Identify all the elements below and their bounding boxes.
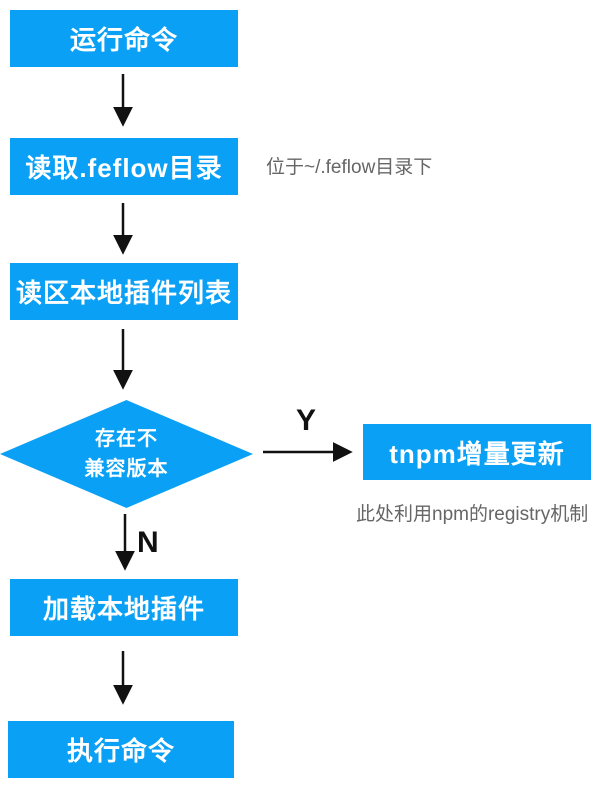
node-read-plugin-list: 读区本地插件列表 — [10, 263, 238, 320]
node-run-command-label: 运行命令 — [69, 25, 178, 55]
branch-label-yes: Y — [296, 404, 317, 437]
node-execute-command: 执行命令 — [8, 721, 234, 778]
decision-label: 存在不 兼容版本 — [85, 424, 169, 484]
decision-label-line2: 兼容版本 — [84, 458, 169, 480]
node-tnpm-update: tnpm增量更新 — [363, 424, 591, 480]
node-incompatible-version-decision: 存在不 兼容版本 — [0, 400, 253, 508]
node-tnpm-update-label: tnpm增量更新 — [389, 438, 565, 469]
node-execute-command-label: 执行命令 — [66, 736, 175, 766]
node-read-feflow-dir: 读取.feflow目录 — [10, 138, 238, 195]
branch-label-no: N — [137, 526, 159, 559]
annotation-feflow-dir: 位于~/.feflow目录下 — [266, 157, 433, 178]
node-run-command: 运行命令 — [10, 10, 238, 67]
node-read-feflow-dir-label: 读取.feflow目录 — [25, 153, 223, 183]
node-load-local-plugin-label: 加载本地插件 — [42, 594, 205, 624]
node-read-plugin-list-label: 读区本地插件列表 — [15, 278, 232, 308]
decision-label-line1: 存在不 — [95, 428, 158, 450]
node-load-local-plugin: 加载本地插件 — [10, 579, 238, 636]
annotation-registry: 此处利用npm的registry机制 — [356, 504, 589, 525]
